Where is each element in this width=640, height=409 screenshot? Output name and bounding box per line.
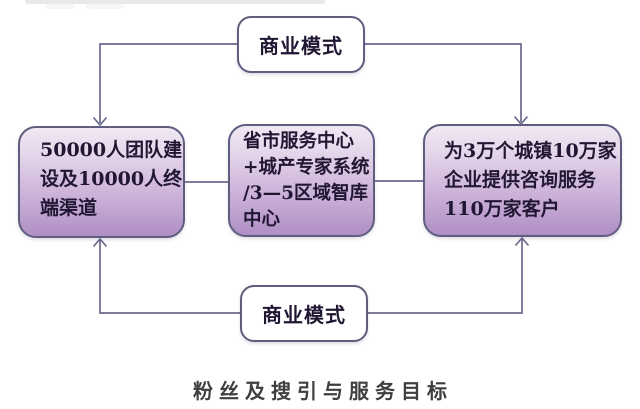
arrowhead-down-icon: [92, 116, 108, 127]
connector-bottombox-to-leftbox: [99, 240, 240, 314]
cropped-toolbar-smudge: [86, 4, 124, 9]
diagram-caption: 粉丝及搜引与服务目标: [193, 379, 453, 403]
node-label-line: 中心: [243, 208, 281, 230]
connector-topbox-to-leftbox: [99, 43, 237, 123]
arrowhead-up-icon: [92, 237, 108, 248]
cropped-toolbar-remnant: [25, 0, 325, 4]
connector-bottombox-to-rightbox: [368, 239, 523, 314]
node-label-line: 企业提供咨询服务: [444, 169, 597, 191]
node-label: 商业模式: [262, 303, 346, 327]
cropped-toolbar-smudge: [45, 4, 75, 9]
node-label-line: 端渠道: [40, 196, 98, 219]
node-label-line: 设及10000人终: [40, 167, 183, 190]
node-label-line: 50000人团队建: [40, 138, 183, 161]
connector-group: [92, 43, 530, 314]
node-label-line: +城产专家系统: [243, 156, 370, 178]
node-label-line: 110万家客户: [444, 198, 560, 220]
node-consulting-service[interactable]: 为3万个城镇10万家 企业提供咨询服务 110万家客户: [423, 124, 622, 237]
node-business-model-top[interactable]: 商业模式: [237, 16, 365, 73]
node-service-center[interactable]: 省市服务中心 +城产专家系统 /3—5区域智库 中心: [228, 124, 375, 237]
node-label-line: /3—5区域智库: [243, 182, 369, 204]
arrowhead-up-icon: [514, 236, 530, 247]
connector-topbox-to-rightbox: [365, 43, 522, 122]
node-label-line: 省市服务中心: [243, 130, 355, 152]
node-team-building[interactable]: 50000人团队建 设及10000人终 端渠道: [18, 126, 185, 238]
node-label-line: 为3万个城镇10万家: [444, 140, 617, 162]
node-label: 商业模式: [259, 34, 343, 58]
node-business-model-bottom[interactable]: 商业模式: [240, 285, 368, 342]
